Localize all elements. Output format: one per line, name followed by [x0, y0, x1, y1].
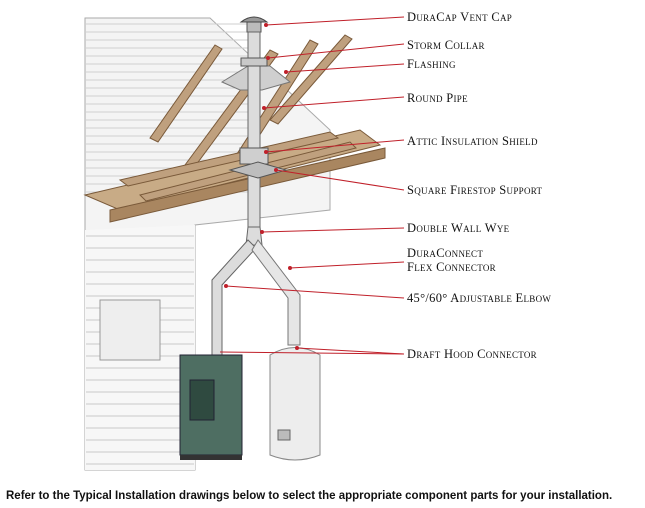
label-flex-connector-line1: DuraConnect: [407, 246, 484, 260]
label-flex-connector-line2: Flex Connector: [407, 260, 496, 274]
vent-pipe: [211, 16, 301, 361]
label-storm-collar: Storm Collar: [407, 38, 485, 52]
furnace: [179, 354, 243, 460]
caption: Refer to the Typical Installation drawin…: [6, 490, 613, 502]
leader-lines: [219, 16, 405, 355]
leader-dots: [224, 23, 299, 350]
water-heater: [269, 347, 321, 461]
siding: [85, 225, 195, 470]
label-draft-hood-connector: Draft Hood Connector: [407, 347, 537, 361]
label-round-pipe: Round Pipe: [407, 91, 468, 105]
label-flashing: Flashing: [407, 57, 456, 71]
label-double-wall-wye: Double Wall Wye: [407, 221, 510, 235]
label-adjustable-elbow: 45°/60° Adjustable Elbow: [407, 291, 552, 305]
label-attic-insulation-shield: Attic Insulation Shield: [407, 134, 538, 148]
label-vent-cap: DuraCap Vent Cap: [407, 10, 513, 24]
label-square-firestop-support: Square Firestop Support: [407, 183, 543, 197]
